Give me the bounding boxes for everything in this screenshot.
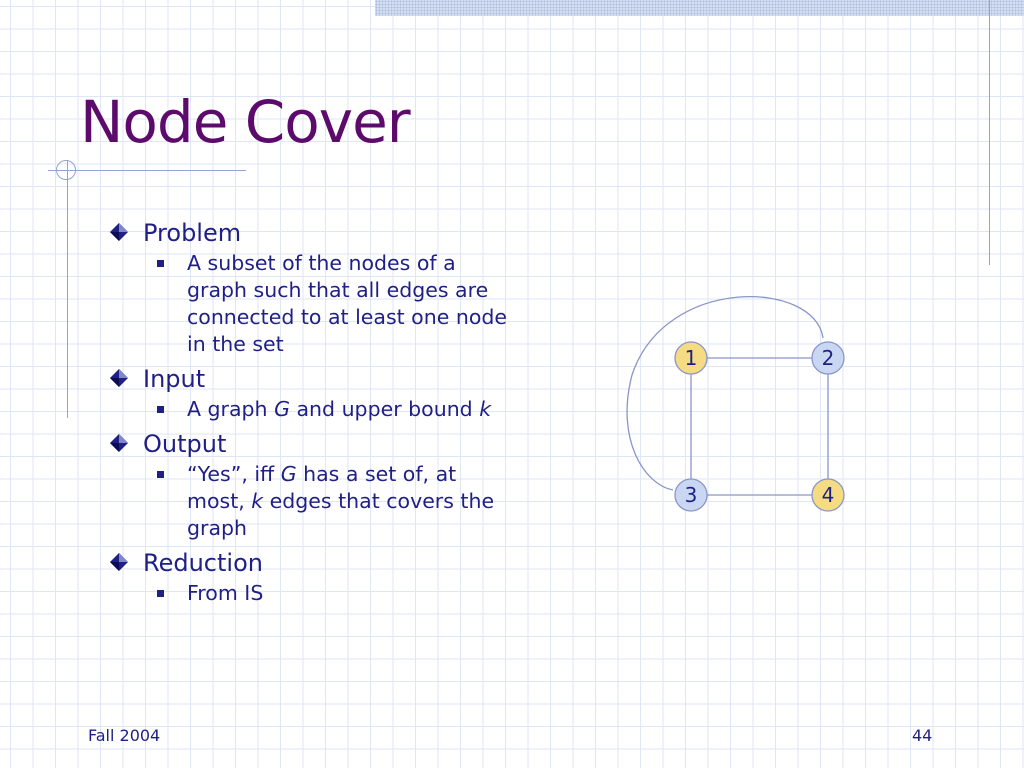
diamond-bullet-icon <box>110 434 128 452</box>
square-bullet-icon <box>157 260 164 267</box>
bullet-problem: Problem <box>108 216 528 250</box>
text-run: has a set of, at most, <box>187 462 457 513</box>
slide-number: 44 <box>912 726 933 745</box>
graph-edge-2-3 <box>626 295 824 491</box>
diamond-bullet-icon <box>110 553 128 571</box>
sub-bullet-reduction: From IS <box>157 580 507 607</box>
square-bullet-icon <box>157 406 164 413</box>
footer-date: Fall 2004 <box>88 726 161 745</box>
right-decorative-line <box>989 0 990 265</box>
slide-title: Node Cover <box>80 88 411 156</box>
node-cover-graph: 1 2 3 4 <box>626 295 845 512</box>
bullet-list: Problem A subset of the nodes of a graph… <box>108 216 528 611</box>
crosshair-ornament <box>56 160 76 180</box>
graph-node-2: 2 <box>811 341 845 375</box>
variable-g: G <box>280 462 297 486</box>
title-underline <box>48 170 246 171</box>
sub-bullet-problem: A subset of the nodes of a graph such th… <box>157 250 508 358</box>
text-run: and upper bound <box>289 397 480 421</box>
square-bullet-icon <box>157 471 164 478</box>
text-run: A graph <box>187 397 275 421</box>
node-circle <box>674 341 708 375</box>
sub-bullet-input: A graph G and upper bound k <box>157 396 507 423</box>
square-bullet-icon <box>157 590 164 597</box>
node-label: 3 <box>685 483 698 507</box>
node-label: 4 <box>822 483 835 507</box>
text-run: “Yes”, iff <box>187 462 281 486</box>
variable-g: G <box>274 397 290 421</box>
bullet-heading: Problem <box>143 219 242 247</box>
variable-k: k <box>251 489 264 513</box>
graph-node-3: 3 <box>674 478 708 512</box>
node-label: 1 <box>685 346 698 370</box>
node-circle <box>811 341 845 375</box>
bullet-output: Output <box>108 427 528 461</box>
text-run: edges that covers the graph <box>187 489 495 540</box>
bullet-heading: Output <box>143 430 227 458</box>
node-label: 2 <box>822 346 835 370</box>
left-decorative-line <box>67 160 68 418</box>
bullet-input: Input <box>108 362 528 396</box>
node-circle <box>674 478 708 512</box>
sub-bullet-output: “Yes”, iff G has a set of, at most, k ed… <box>157 461 507 542</box>
diamond-bullet-icon <box>110 223 128 241</box>
graph-node-1: 1 <box>674 341 708 375</box>
node-circle <box>811 478 845 512</box>
graph-node-4: 4 <box>811 478 845 512</box>
bullet-heading: Reduction <box>143 549 263 577</box>
sub-bullet-text: A subset of the nodes of a graph such th… <box>187 251 508 356</box>
sub-bullet-text: From IS <box>187 581 264 605</box>
diamond-bullet-icon <box>110 369 128 387</box>
bullet-heading: Input <box>143 365 206 393</box>
top-decorative-band <box>375 0 1024 16</box>
variable-k: k <box>479 397 492 421</box>
bullet-reduction: Reduction <box>108 546 528 580</box>
